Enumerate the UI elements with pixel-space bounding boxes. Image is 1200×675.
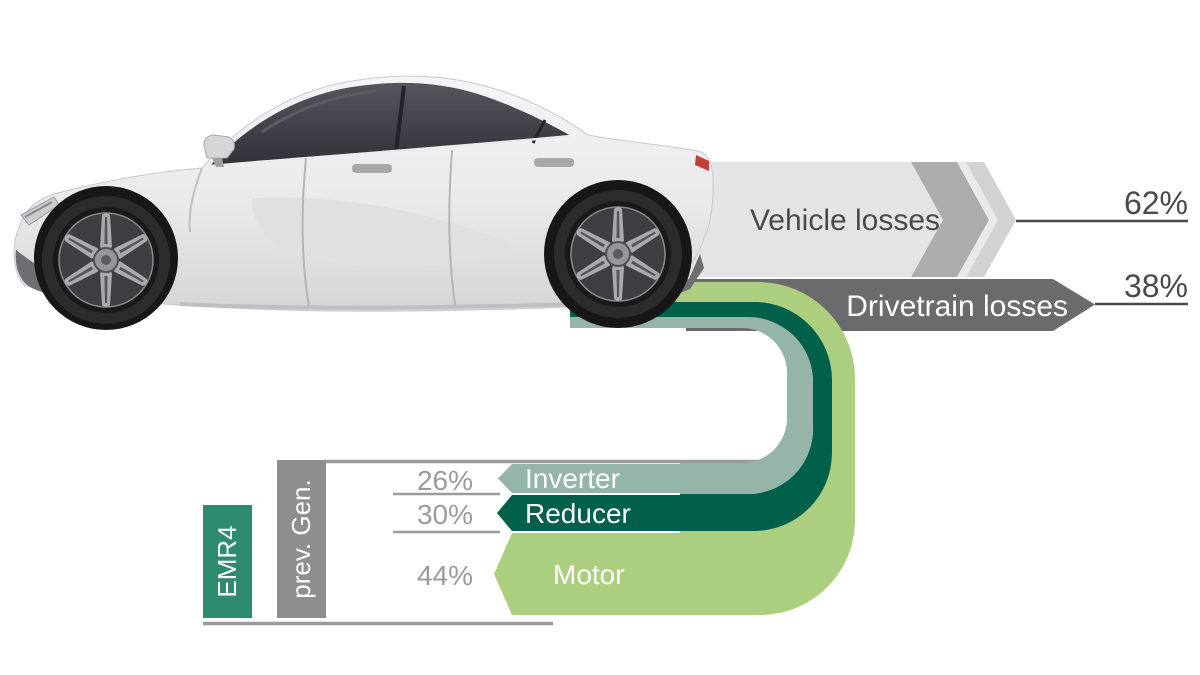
component-bands: Inverter Reducer Motor <box>494 463 700 615</box>
reducer-label: Reducer <box>525 498 631 529</box>
car-mirror <box>203 134 235 159</box>
car-beltline-trim <box>209 134 572 168</box>
emr4-bar <box>203 505 252 618</box>
emr4-bar-label: EMR4 <box>212 525 242 597</box>
value-callouts: 62% 38% <box>1016 185 1188 306</box>
front-wheel <box>42 196 170 324</box>
car-rear-door-seam <box>448 149 456 306</box>
car-hood-seam <box>188 167 203 233</box>
prev-gen-bar-label: prev. Gen. <box>286 479 316 598</box>
vehicle-chevron-dark <box>911 162 989 277</box>
car-b-pillar <box>394 85 406 152</box>
motor-value: 44% <box>417 560 473 591</box>
car-glass-reflection <box>261 89 377 134</box>
drivetrain-losses-value: 38% <box>1124 268 1188 304</box>
energy-flow-curve <box>570 282 855 615</box>
inverter-band <box>498 464 700 493</box>
vehicle-band <box>650 162 943 277</box>
inverter-label: Inverter <box>525 463 620 494</box>
reducer-flow-curve <box>570 302 832 531</box>
car-front-door-seam <box>301 157 310 308</box>
inverter-value: 26% <box>417 465 473 496</box>
vehicle-losses-value: 62% <box>1124 185 1188 221</box>
reducer-value: 30% <box>417 499 473 530</box>
generation-bars: EMR4 prev. Gen. <box>203 460 326 618</box>
drivetrain-losses-label: Drivetrain losses <box>846 290 1068 323</box>
motor-label: Motor <box>553 559 625 590</box>
vehicle-losses-label: Vehicle losses <box>750 204 940 237</box>
vehicle-losses-arrow: Vehicle losses <box>650 162 1016 277</box>
prev-gen-bar <box>277 460 326 618</box>
car-headlight-detail <box>24 201 53 218</box>
car-glass <box>210 82 571 166</box>
car-front-door-handle <box>352 164 392 173</box>
inverter-flow-curve <box>570 317 813 494</box>
motor-flow-curve <box>570 282 855 615</box>
motor-band <box>494 533 700 615</box>
breakdown-frame <box>203 459 760 626</box>
vehicle-chevron-stripe <box>957 162 998 277</box>
vehicle-arrow-tip <box>966 162 1016 277</box>
component-percentages: 26% 30% 44% <box>417 465 473 591</box>
car-illustration <box>13 75 714 330</box>
car-taillight <box>695 155 709 171</box>
car-mirror-stalk <box>212 158 224 167</box>
car-rear-door-handle <box>534 158 574 167</box>
reducer-band <box>497 495 700 531</box>
rear-wheel <box>554 190 682 318</box>
